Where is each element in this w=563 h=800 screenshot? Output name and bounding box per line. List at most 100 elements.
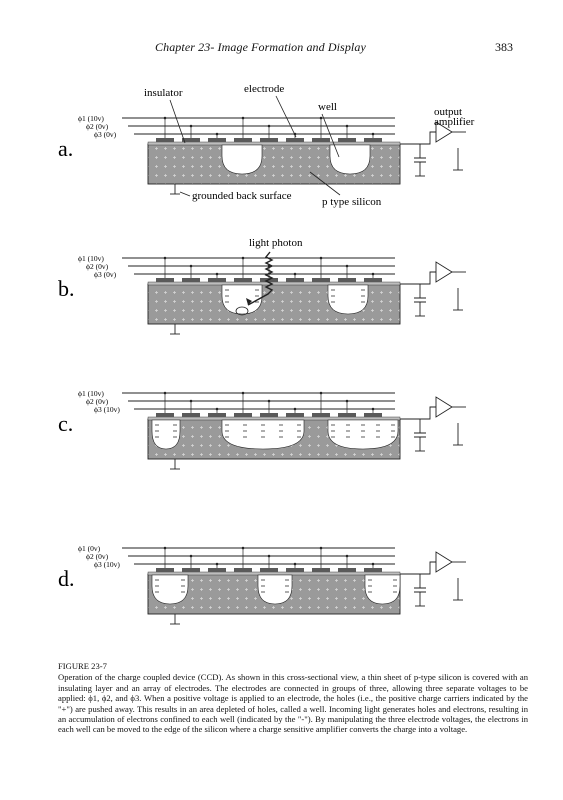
ccd-panel-a: a.ϕ1 (10v)ϕ2 (0v)ϕ3 (0v) <box>58 114 466 195</box>
electrode-1 <box>156 413 174 417</box>
junction-dot <box>345 554 349 558</box>
insulator-layer <box>147 416 401 421</box>
electrode-6 <box>286 413 304 417</box>
electrode-9 <box>364 413 382 417</box>
junction-dot <box>319 116 323 120</box>
phase-label-1: ϕ1 (10v) <box>78 254 104 263</box>
electrode-1 <box>156 278 174 282</box>
ccd-panel-b: b. ϕ1 (10v)ϕ2 (0v)ϕ3 (0v) <box>58 254 466 335</box>
electrode-arrow <box>275 95 297 138</box>
electrode-3 <box>208 413 226 417</box>
junction-dot <box>163 546 167 550</box>
junction-dot <box>293 407 297 411</box>
phase-label-3: ϕ3 (10v) <box>94 405 120 414</box>
junction-dot <box>371 132 375 136</box>
electrode-7 <box>312 138 330 142</box>
label-p-type-silicon: p type silicon <box>322 196 382 208</box>
electrode-4 <box>234 413 252 417</box>
amplifier-triangle <box>435 121 453 143</box>
panel-letter: d. <box>58 566 75 591</box>
ground-arrow <box>179 191 191 197</box>
junction-dot <box>241 391 245 395</box>
phase-label-3: ϕ3 (0v) <box>94 270 117 279</box>
junction-dot <box>241 256 245 260</box>
junction-dot <box>319 256 323 260</box>
ccd-figure: a.ϕ1 (10v)ϕ2 (0v)ϕ3 (0v)b.ϕ1 (10v)ϕ2 (0v… <box>58 83 475 625</box>
electrode-2 <box>182 138 200 142</box>
electrode-4 <box>234 568 252 572</box>
electrode-6 <box>286 568 304 572</box>
label-light-photon: light photon <box>249 237 303 249</box>
electrode-9 <box>364 568 382 572</box>
electrode-4 <box>234 138 252 142</box>
electrode-8 <box>338 413 356 417</box>
insulator-arrow <box>169 99 186 144</box>
page-number: 383 <box>495 40 513 54</box>
electrode-3 <box>208 278 226 282</box>
electrode-3 <box>208 568 226 572</box>
phase-label-1: ϕ1 (10v) <box>78 114 104 123</box>
page-header: Chapter 23- Image Formation and Display … <box>0 0 563 60</box>
depletion-well-1 <box>221 144 263 175</box>
electrode-7 <box>312 413 330 417</box>
caption-body: Operation of the charge coupled device (… <box>58 672 528 735</box>
output-wire <box>400 131 436 145</box>
junction-dot <box>345 124 349 128</box>
label-grounded-back-surface: grounded back surface <box>192 190 292 202</box>
electrode-4 <box>234 278 252 282</box>
depletion-well-2 <box>329 144 371 175</box>
junction-dot <box>371 272 375 276</box>
junction-dot <box>215 562 219 566</box>
panel-letter: a. <box>58 136 73 161</box>
panel-letter: c. <box>58 411 73 436</box>
depletion-well-1 <box>221 284 263 315</box>
phase-label-2: ϕ2 (0v) <box>86 262 109 271</box>
electrode-2 <box>182 278 200 282</box>
amplifier-triangle <box>435 261 453 283</box>
junction-dot <box>345 264 349 268</box>
photon-arrowhead <box>246 298 252 305</box>
panel-letter: b. <box>58 276 75 301</box>
junction-dot <box>241 116 245 120</box>
electrode-6 <box>286 138 304 142</box>
depletion-well-1 <box>151 574 189 605</box>
junction-dot <box>189 124 193 128</box>
electrode-5 <box>260 413 278 417</box>
electrode-3 <box>208 138 226 142</box>
junction-dot <box>371 562 375 566</box>
electrode-5 <box>260 568 278 572</box>
junction-dot <box>189 264 193 268</box>
output-wire <box>400 406 436 420</box>
junction-dot <box>319 391 323 395</box>
junction-dot <box>163 116 167 120</box>
junction-dot <box>215 272 219 276</box>
phase-label-1: ϕ1 (10v) <box>78 389 104 398</box>
label-amplifier: amplifier <box>434 116 475 128</box>
label-output: output <box>434 106 462 118</box>
junction-dot <box>189 554 193 558</box>
well-arrow <box>321 113 340 158</box>
running-title: Chapter 23- Image Formation and Display <box>155 40 366 54</box>
insulator-layer <box>147 281 401 286</box>
phase-label-2: ϕ2 (0v) <box>86 552 109 561</box>
ccd-panel-d: d.ϕ1 (0v)ϕ2 (0v)ϕ3 (10v) <box>58 544 466 625</box>
electrode-8 <box>338 278 356 282</box>
electrode-2 <box>182 568 200 572</box>
electrode-8 <box>338 138 356 142</box>
electrode-1 <box>156 568 174 572</box>
depletion-well-2 <box>221 419 305 450</box>
junction-dot <box>163 256 167 260</box>
amplifier-triangle <box>435 551 453 573</box>
photon-squiggle <box>247 251 274 306</box>
electrode-7 <box>312 568 330 572</box>
electrode-5 <box>260 138 278 142</box>
junction-dot <box>215 132 219 136</box>
junction-dot <box>267 124 271 128</box>
phase-label-1: ϕ1 (0v) <box>78 544 101 553</box>
electron-hole-pair-circle <box>235 306 249 316</box>
junction-dot <box>371 407 375 411</box>
insulator-layer <box>147 141 401 146</box>
junction-dot <box>293 562 297 566</box>
phase-label-2: ϕ2 (0v) <box>86 122 109 131</box>
silicon-arrow <box>309 171 341 196</box>
